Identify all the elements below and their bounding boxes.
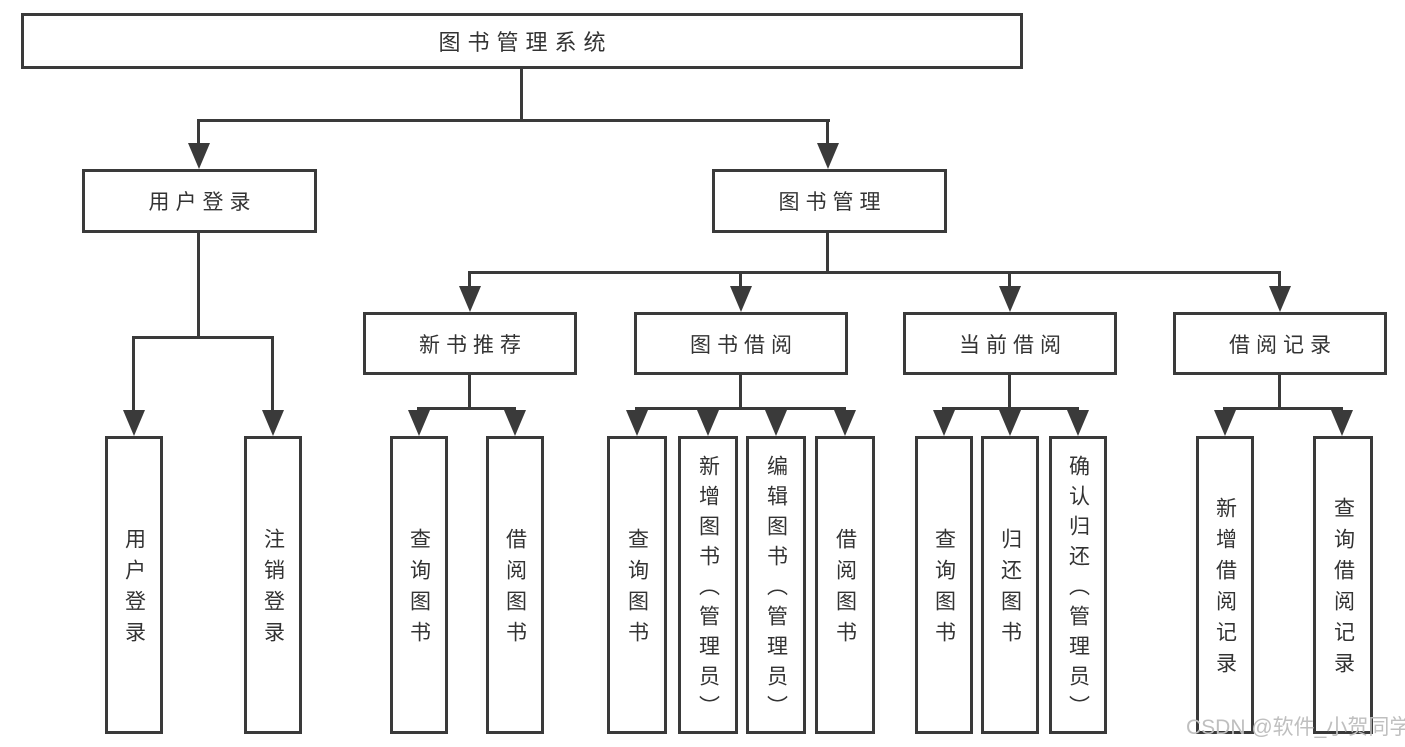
node-borrow-record-label: 借阅记录 <box>1229 333 1337 357</box>
node-new-book-recommend: 新书推荐 <box>363 312 577 375</box>
arrow-to-current-borrow <box>998 271 1021 312</box>
node-leaf-borrow-add-book: 新增图书（管理员） <box>678 436 738 734</box>
node-root: 图书管理系统 <box>21 13 1023 69</box>
arrow-to-user-login-module <box>187 119 210 169</box>
arrow-to-leaf-borrow-add <box>696 407 719 436</box>
node-leaf-record-query: 查询借阅记录 <box>1313 436 1373 734</box>
arrow-to-new-book-recommend <box>458 271 481 312</box>
connector-bookmgmt-stem <box>826 233 829 274</box>
node-borrow-record: 借阅记录 <box>1173 312 1387 375</box>
node-leaf-record-query-label: 查询借阅记录 <box>1331 497 1355 683</box>
node-leaf-user-login: 用户登录 <box>105 436 163 734</box>
node-leaf-borrow-add-book-label: 新增图书（管理员） <box>696 455 720 725</box>
arrow-to-leaf-current-query <box>932 407 955 436</box>
node-leaf-recommend-borrow-book-label: 借阅图书 <box>503 528 527 652</box>
connector-root-stem <box>520 69 523 122</box>
node-leaf-recommend-borrow-book: 借阅图书 <box>486 436 544 734</box>
node-leaf-borrow-edit-book: 编辑图书（管理员） <box>746 436 806 734</box>
arrow-to-borrow-record <box>1268 271 1291 312</box>
connector-recommend-stem <box>468 375 471 410</box>
arrow-to-leaf-borrow-edit <box>764 407 787 436</box>
node-user-login-module-label: 用户登录 <box>148 191 257 214</box>
node-leaf-recommend-query-book: 查询图书 <box>390 436 448 734</box>
node-user-login-module: 用户登录 <box>82 169 317 233</box>
node-leaf-borrow-borrow-book: 借阅图书 <box>815 436 875 734</box>
node-leaf-current-return-book: 归还图书 <box>981 436 1039 734</box>
node-leaf-record-add-label: 新增借阅记录 <box>1213 497 1237 683</box>
connector-record-stem <box>1278 375 1281 410</box>
arrow-to-leaf-record-add <box>1213 407 1236 436</box>
node-leaf-current-return-book-label: 归还图书 <box>998 528 1022 652</box>
arrow-to-book-management <box>816 119 839 169</box>
node-leaf-borrow-query-book-label: 查询图书 <box>625 528 649 652</box>
node-book-borrow-label: 图书借阅 <box>690 333 798 357</box>
node-book-borrow: 图书借阅 <box>634 312 848 375</box>
arrow-to-leaf-record-query <box>1330 407 1353 436</box>
node-leaf-borrow-edit-book-label: 编辑图书（管理员） <box>764 455 788 725</box>
node-leaf-current-query-book: 查询图书 <box>915 436 973 734</box>
connector-userlogin-stem <box>197 233 200 336</box>
node-leaf-user-login-label: 用户登录 <box>122 528 146 652</box>
connector-recommend-crossbar <box>417 407 516 410</box>
connector-root-crossbar <box>197 119 830 122</box>
arrow-to-leaf-current-confirm <box>1066 407 1089 436</box>
arrow-to-book-borrow <box>729 271 752 312</box>
node-new-book-recommend-label: 新书推荐 <box>419 333 527 357</box>
connector-current-stem <box>1008 375 1011 410</box>
node-leaf-borrow-borrow-book-label: 借阅图书 <box>833 528 857 652</box>
node-leaf-borrow-query-book: 查询图书 <box>607 436 667 734</box>
node-root-label: 图书管理系统 <box>438 30 613 55</box>
connector-record-crossbar <box>1223 407 1343 410</box>
arrow-to-leaf-borrow-query <box>625 407 648 436</box>
node-leaf-record-add: 新增借阅记录 <box>1196 436 1254 734</box>
node-current-borrow: 当前借阅 <box>903 312 1117 375</box>
node-leaf-logout-label: 注销登录 <box>261 528 285 652</box>
arrow-to-leaf-current-return <box>998 407 1021 436</box>
arrow-to-leaf-recommend-borrow <box>503 407 526 436</box>
connector-borrow-crossbar <box>635 407 846 410</box>
node-leaf-recommend-query-book-label: 查询图书 <box>407 528 431 652</box>
arrow-to-leaf-user-login <box>122 336 145 436</box>
arrow-to-leaf-borrow-borrow <box>833 407 856 436</box>
node-leaf-current-confirm-return: 确认归还（管理员） <box>1049 436 1107 734</box>
node-leaf-logout: 注销登录 <box>244 436 302 734</box>
node-book-management-label: 图书管理 <box>778 191 887 214</box>
node-leaf-current-query-book-label: 查询图书 <box>932 528 956 652</box>
connector-userlogin-crossbar <box>132 336 274 339</box>
csdn-watermark: CSDN @软件_小贺同学 <box>1186 716 1405 739</box>
connector-borrow-stem <box>739 375 742 410</box>
arrow-to-leaf-recommend-query <box>407 407 430 436</box>
node-leaf-current-confirm-return-label: 确认归还（管理员） <box>1066 455 1090 725</box>
node-book-management: 图书管理 <box>712 169 947 233</box>
arrow-to-leaf-logout <box>261 336 284 436</box>
node-current-borrow-label: 当前借阅 <box>959 333 1067 357</box>
connector-bookmgmt-crossbar <box>468 271 1281 274</box>
